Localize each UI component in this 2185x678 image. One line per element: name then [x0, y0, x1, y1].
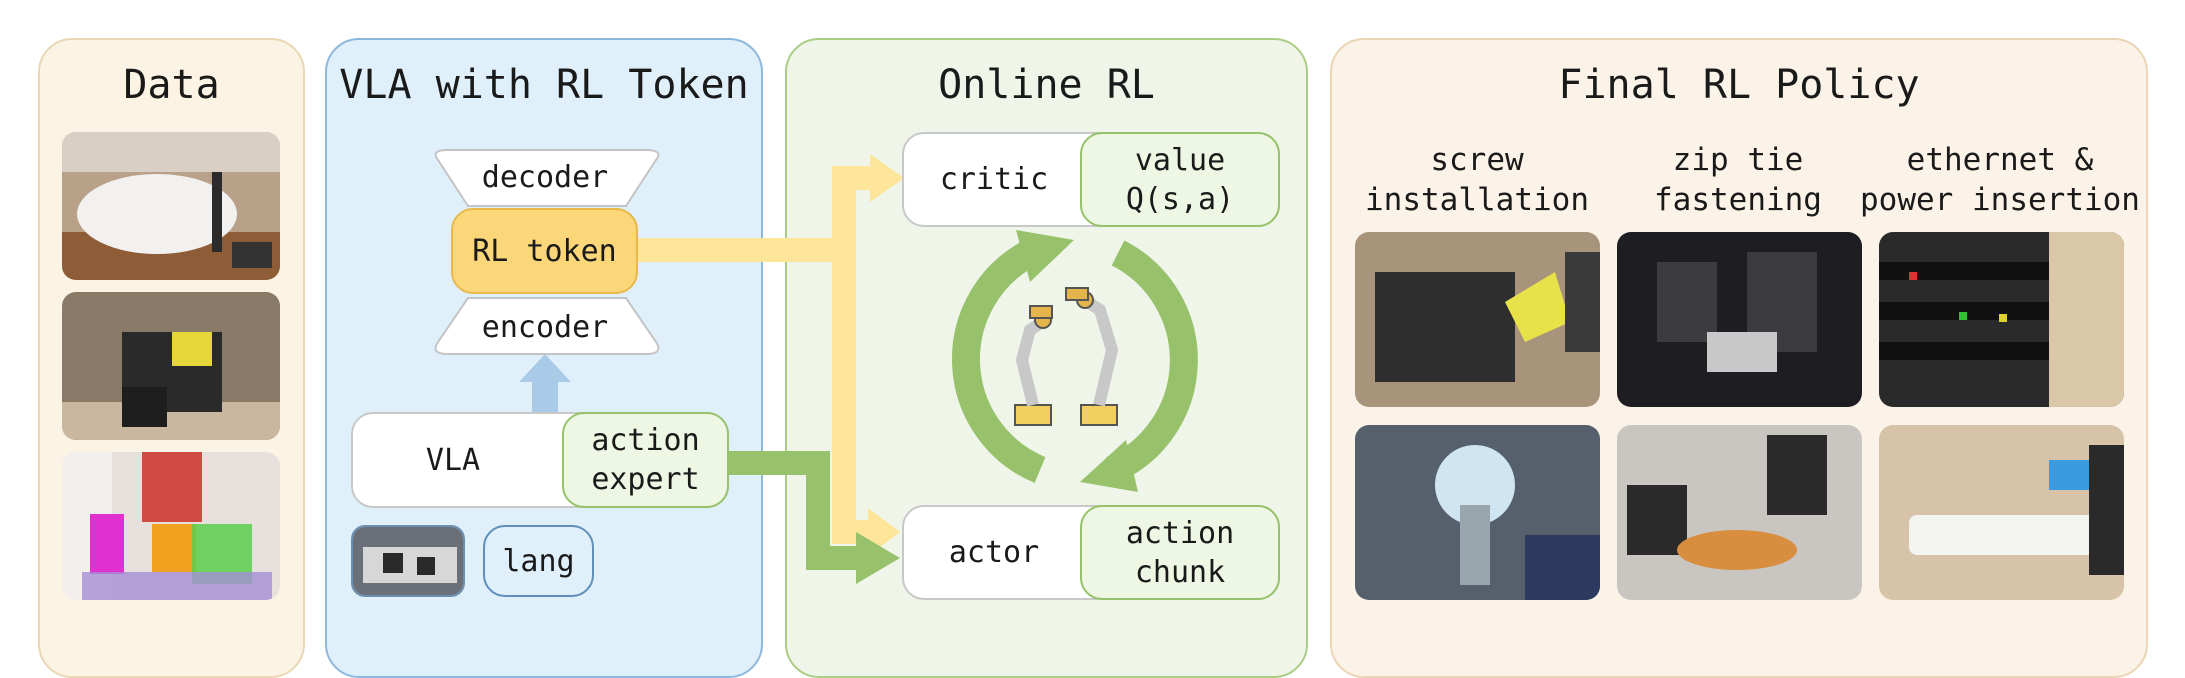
- encoder-label: encoder: [481, 310, 609, 345]
- action-chunk-box: action chunk: [1080, 505, 1280, 600]
- encoder-shape: [434, 297, 660, 355]
- task-label-zip-tie: zip tie fastening: [1654, 142, 1822, 219]
- online-rl-panel-title: Online RL: [938, 62, 1155, 108]
- data-image-workshop: [62, 292, 280, 440]
- screw-photo-2: [1355, 425, 1600, 600]
- vla-label: VLA: [425, 442, 481, 478]
- camera-image-icon: [351, 525, 465, 597]
- rl-token-box: RL token: [451, 208, 638, 294]
- data-panel-title: Data: [123, 62, 220, 108]
- task-label-screw: screw installation: [1365, 142, 1589, 219]
- final-policy-panel-title: Final RL Policy: [1558, 62, 1920, 108]
- diagram-arrows: [519, 154, 1198, 584]
- task-label-ethernet: ethernet & power insertion: [1860, 142, 2140, 219]
- rl-token-arrow: [636, 154, 904, 556]
- loop-arrowhead-top: [1016, 230, 1074, 282]
- actor-label: actor: [948, 535, 1040, 570]
- rl-loop-arrows: [952, 240, 1198, 483]
- ethernet-photo-1: [1879, 232, 2124, 407]
- data-image-segmented-room: [62, 452, 280, 600]
- data-image-bedroom: [62, 132, 280, 280]
- decoder-encoder-shapes: [434, 149, 660, 355]
- ethernet-photo-2: [1879, 425, 2124, 600]
- zip-tie-photo-2: [1617, 425, 1862, 600]
- action-expert-arrow: [726, 451, 900, 584]
- decoder-label: decoder: [481, 160, 609, 195]
- robot-arms-icon: [1014, 287, 1119, 426]
- action-expert-box: action expert: [562, 412, 729, 508]
- lang-box: lang: [483, 525, 594, 597]
- loop-arrowhead-bottom: [1080, 440, 1138, 492]
- decoder-shape: [434, 149, 660, 207]
- vla-panel-title: VLA with RL Token: [339, 62, 749, 108]
- screw-photo-1: [1355, 232, 1600, 407]
- zip-tie-photo-1: [1617, 232, 1862, 407]
- vla-to-encoder-arrow: [519, 354, 571, 414]
- critic-label: critic: [939, 162, 1049, 197]
- value-box: value Q(s,a): [1080, 132, 1280, 227]
